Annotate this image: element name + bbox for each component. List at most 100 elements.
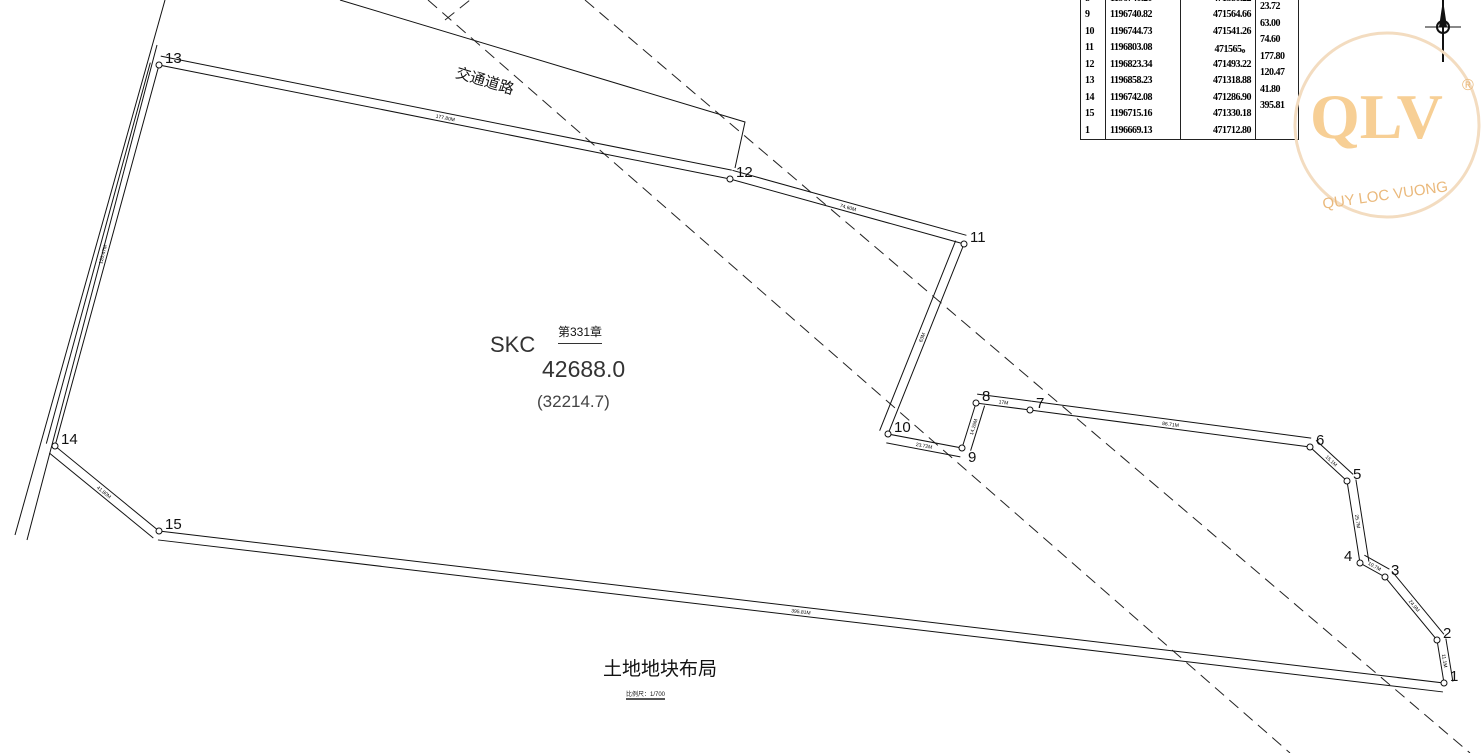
cell-x: 1196803.08	[1105, 39, 1181, 56]
edge-length-label: 74.60M	[839, 203, 857, 213]
cell-id: 10	[1080, 23, 1106, 40]
vertex-marker	[972, 399, 980, 407]
vertex-number: 13	[165, 50, 182, 67]
setback-line	[1391, 570, 1445, 635]
setback-line	[1315, 440, 1354, 475]
setback-line	[977, 393, 1032, 402]
road-edge	[14, 0, 166, 536]
edge-length-label: 63M	[918, 332, 927, 343]
cell-y: 471541.26	[1180, 23, 1256, 40]
vertex-number: 1	[1450, 668, 1458, 685]
cell-y: 471712.80	[1180, 122, 1256, 139]
setback-line	[160, 55, 732, 171]
vertex-marker	[51, 442, 59, 450]
cell-y: 471565。	[1180, 39, 1256, 56]
setback-line	[48, 452, 154, 539]
drawing-title: 土地地块布局	[603, 659, 718, 680]
edge-length-label: 25.7M	[1353, 514, 1361, 529]
edge-length-label: 11.1M	[1440, 654, 1448, 668]
cell-d: 74.60	[1255, 31, 1299, 48]
cell-d: 63.00	[1255, 15, 1299, 32]
vertex-number: 3	[1391, 562, 1399, 579]
cell-id: 9	[1080, 6, 1106, 23]
vertex-marker	[1026, 406, 1034, 414]
vertex-number: 5	[1353, 466, 1361, 483]
vertex-number: 14	[61, 431, 78, 448]
cell-y: 471330.18	[1180, 105, 1256, 122]
vertex-number: 15	[165, 516, 182, 533]
edge-length-label: 14.26M	[969, 418, 980, 436]
cell-x: 1196742.08	[1105, 89, 1181, 106]
cell-y: 471564.66	[1180, 6, 1256, 23]
cell-d: 41.80	[1255, 81, 1299, 98]
edge-length-label: 120.47M	[98, 244, 109, 264]
setback-line	[1445, 638, 1454, 682]
vertex-marker	[884, 430, 892, 438]
cell-y: 471286.90	[1180, 89, 1256, 106]
vertex-marker	[958, 444, 966, 452]
setback-line	[45, 62, 151, 444]
cell-id: 14	[1080, 89, 1106, 106]
scale-label: 比例尺：1/700	[626, 689, 666, 700]
edge-length-label: 86.71M	[1162, 421, 1179, 429]
cell-id: 12	[1080, 56, 1106, 73]
cell-d: 177.80	[1255, 48, 1299, 65]
vertex-number: 4	[1344, 548, 1352, 565]
sheet-number: 第331章	[558, 323, 603, 344]
cell-x: 1196715.16	[1105, 105, 1181, 122]
road-edge	[339, 0, 746, 169]
cell-d: 23.72	[1255, 0, 1299, 15]
setback-line	[1031, 400, 1312, 439]
table-row: 81196740.20471580.2214.26	[1080, 0, 1299, 7]
edge-length-label: 23.72M	[915, 442, 933, 451]
vertex-marker	[1343, 477, 1351, 485]
dashed-boundary	[427, 0, 1291, 753]
cell-y: 471318.88	[1180, 72, 1256, 89]
cell-id: 1	[1080, 122, 1106, 139]
cell-x: 1196740.82	[1105, 6, 1181, 23]
cell-id: 11	[1080, 39, 1106, 56]
vertex-marker	[1433, 636, 1441, 644]
setback-line	[157, 539, 1444, 693]
vertex-number: 8	[982, 388, 990, 405]
vertex-number: 9	[968, 449, 976, 466]
setback-line	[886, 442, 961, 458]
vertex-marker	[1440, 679, 1448, 687]
coordinate-table: 81196740.20471580.2214.2691196740.824715…	[1080, 0, 1299, 140]
cell-x: 1196744.73	[1105, 23, 1181, 40]
registered-mark: ®	[1462, 77, 1474, 94]
vertex-marker	[155, 61, 163, 69]
setback-line	[970, 405, 986, 451]
qlv-watermark-logo: QLV ® QUY LOC VUONG	[1292, 25, 1482, 225]
vertex-number: 6	[1316, 432, 1324, 449]
dashed-boundary	[584, 0, 1471, 753]
vertex-number: 12	[736, 164, 753, 181]
vertex-number: 11	[970, 229, 986, 246]
cell-id: 13	[1080, 72, 1106, 89]
edge-length-label: 177.80M	[435, 114, 455, 124]
setback-line	[732, 169, 967, 236]
logo-text: QLV	[1310, 81, 1443, 152]
vertex-number: 10	[894, 419, 911, 436]
setback-line	[1355, 479, 1370, 562]
dashed-boundary	[444, 0, 471, 21]
vertex-marker	[1356, 559, 1364, 567]
parcel-boundary	[54, 64, 1445, 684]
vertex-marker	[960, 240, 968, 248]
edge-length-label: 17M	[998, 399, 1008, 406]
cell-id: 15	[1080, 105, 1106, 122]
parcel-area: 42688.0	[542, 356, 626, 382]
vertex-number: 2	[1443, 625, 1451, 642]
vertex-number: 7	[1036, 395, 1044, 412]
cell-d	[1255, 114, 1299, 131]
edge-length-label: 395.81M	[791, 608, 811, 616]
